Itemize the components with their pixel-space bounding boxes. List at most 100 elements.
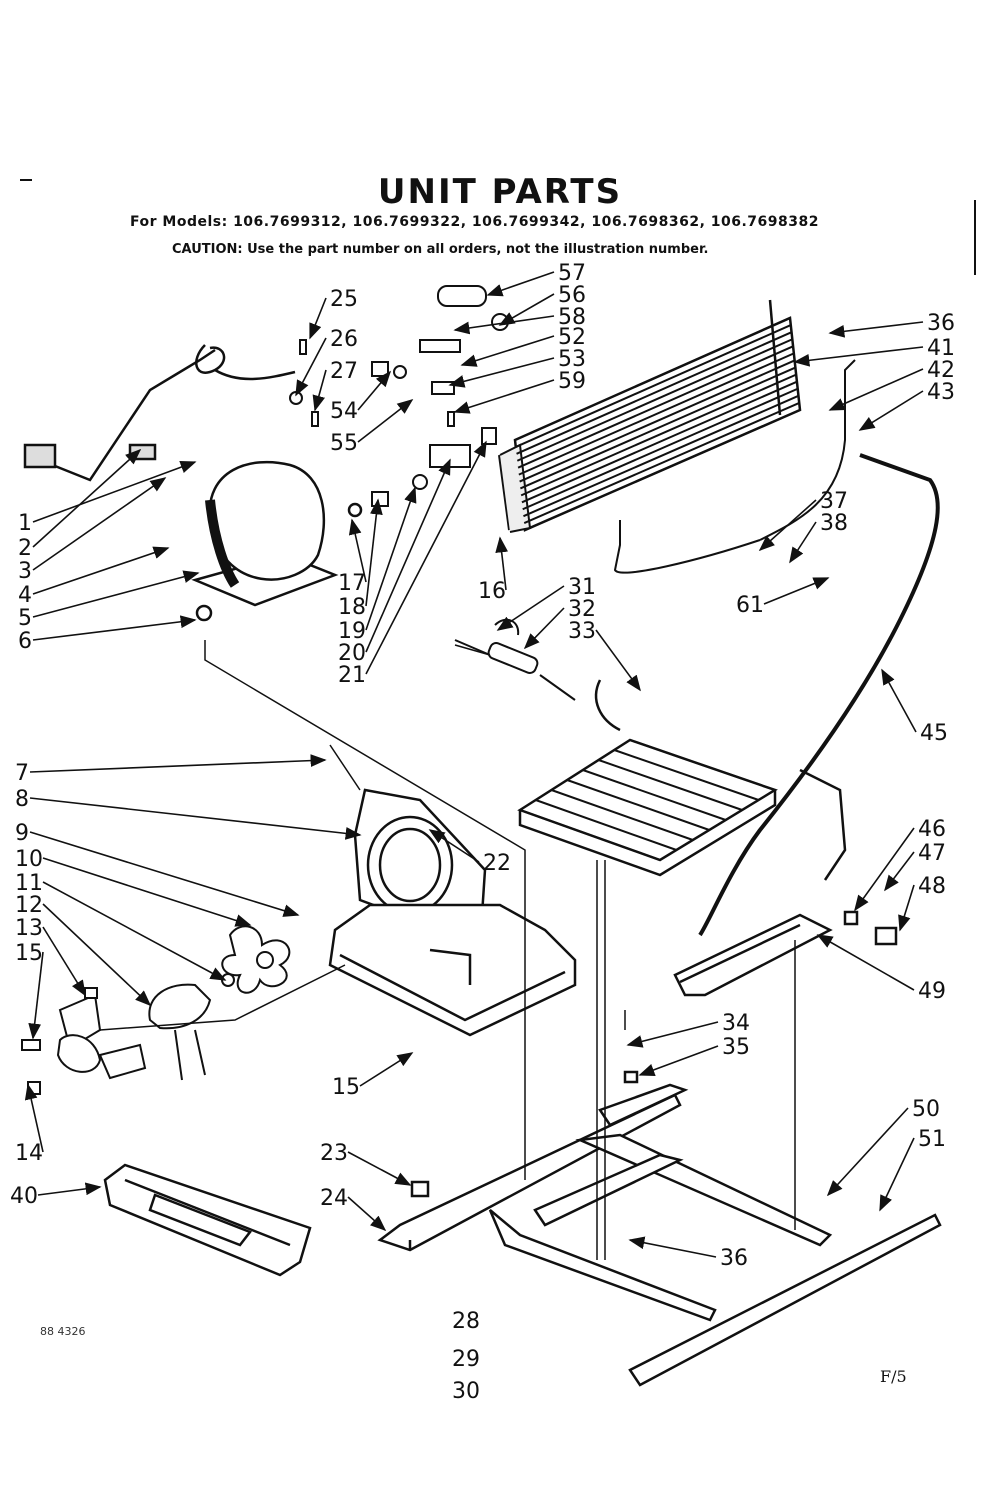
callout-label-11: 11: [15, 871, 43, 896]
filter-drier: [454, 618, 576, 701]
callout-label-42: 42: [927, 358, 955, 383]
leader-line-34: [626, 1021, 719, 1048]
leader-line-40: [37, 1182, 102, 1196]
page-title: UNIT PARTS: [377, 172, 623, 212]
callout-label-20: 20: [338, 641, 366, 666]
caution-note: CAUTION: Use the part number on all orde…: [172, 242, 709, 257]
leader-line-47: [884, 851, 915, 892]
leader-line-51: [879, 1137, 915, 1212]
page-mark: F/5: [880, 1367, 907, 1386]
assembly-guide-lines: [99, 640, 796, 1260]
callout-label-15: 15: [15, 941, 43, 966]
callout-label-6: 6: [18, 629, 32, 654]
callout-label-35: 35: [722, 1035, 750, 1060]
callout-label-54: 54: [330, 399, 358, 424]
callout-label-41: 41: [927, 336, 955, 361]
leader-line-42: [828, 368, 924, 411]
callout-label-34: 34: [722, 1011, 750, 1036]
evaporator-tube: [519, 809, 661, 861]
leader-line-45: [881, 668, 917, 733]
callout-label-45: 45: [920, 721, 948, 746]
model-list: For Models: 106.7699312, 106.7699322, 10…: [130, 214, 819, 230]
callout-label-55: 55: [330, 431, 358, 456]
condenser-coil: [498, 299, 856, 574]
leader-line-15: [359, 1052, 414, 1087]
leader-line-11: [42, 881, 227, 981]
leader-line-10: [42, 857, 252, 927]
drain-pan: [103, 1163, 312, 1277]
callout-label-52: 52: [558, 325, 586, 350]
leader-line-32: [523, 607, 565, 650]
callout-label-13: 13: [15, 916, 43, 941]
evaporator-tube: [629, 739, 776, 791]
callout-label-36: 36: [927, 311, 955, 336]
coil-tube: [514, 317, 791, 441]
leader-line-25: [309, 297, 327, 340]
evaporator-tube: [566, 779, 710, 831]
coil-tube: [517, 345, 794, 469]
callout-label-29: 29: [452, 1347, 480, 1372]
coil-tube: [515, 324, 792, 448]
leader-line-3: [32, 477, 167, 571]
coil-tube: [516, 331, 792, 455]
leader-line-4: [32, 546, 170, 595]
leader-line-37: [758, 499, 817, 552]
callout-label-33: 33: [568, 619, 596, 644]
leader-line-14: [24, 1083, 44, 1153]
evaporator-tube: [598, 759, 743, 811]
coil-tube: [523, 394, 799, 518]
callout-label-15: 15: [332, 1075, 360, 1100]
leader-line-46: [854, 827, 915, 912]
coil-tube: [519, 359, 796, 483]
leader-line-41: [793, 346, 924, 367]
leader-line-33: [595, 629, 641, 692]
evaporator-tube: [613, 749, 759, 801]
leader-line-35: [638, 1045, 719, 1076]
leader-line-48: [898, 884, 915, 932]
leader-line-50: [826, 1107, 909, 1197]
callout-label-7: 7: [15, 761, 29, 786]
leader-line-43: [858, 390, 924, 431]
leader-line-31: [496, 585, 565, 631]
leader-line-20: [365, 458, 451, 653]
callout-label-38: 38: [820, 511, 848, 536]
callout-label-1: 1: [18, 511, 32, 536]
coil-tube: [520, 373, 797, 497]
callout-label-14: 14: [15, 1141, 43, 1166]
leader-line-53: [448, 357, 555, 388]
callout-label-24: 24: [320, 1186, 348, 1211]
catalog-code: 88 4326: [40, 1325, 86, 1338]
coil-tube: [523, 402, 800, 524]
callout-label-16: 16: [478, 579, 506, 604]
condensate-tray: [673, 910, 898, 997]
fan-shroud: [328, 788, 577, 1037]
leader-line-58: [453, 315, 555, 335]
callout-label-32: 32: [568, 597, 596, 622]
callout-label-61: 61: [736, 593, 764, 618]
leader-line-15: [28, 951, 44, 1040]
callout-label-37: 37: [820, 489, 848, 514]
callout-label-23: 23: [320, 1141, 348, 1166]
callout-label-58: 58: [558, 305, 586, 330]
leader-line-17: [348, 518, 367, 583]
callout-label-48: 48: [918, 874, 946, 899]
callout-label-46: 46: [918, 817, 946, 842]
leader-line-57: [486, 271, 555, 297]
leader-line-55: [357, 399, 414, 443]
callout-label-40: 40: [10, 1184, 38, 1209]
callout-label-4: 4: [18, 583, 32, 608]
callout-label-18: 18: [338, 595, 366, 620]
callout-label-3: 3: [18, 559, 32, 584]
leader-line-21: [365, 440, 487, 675]
coil-tube: [516, 338, 793, 462]
leader-line-54: [357, 370, 392, 411]
callout-label-28: 28: [452, 1309, 480, 1334]
callout-label-27: 27: [330, 359, 358, 384]
callout-label-9: 9: [15, 821, 29, 846]
leader-line-5: [32, 570, 200, 618]
callout-label-19: 19: [338, 619, 366, 644]
leader-line-18: [365, 498, 383, 607]
leader-line-16: [495, 536, 509, 591]
callout-label-5: 5: [18, 606, 32, 631]
